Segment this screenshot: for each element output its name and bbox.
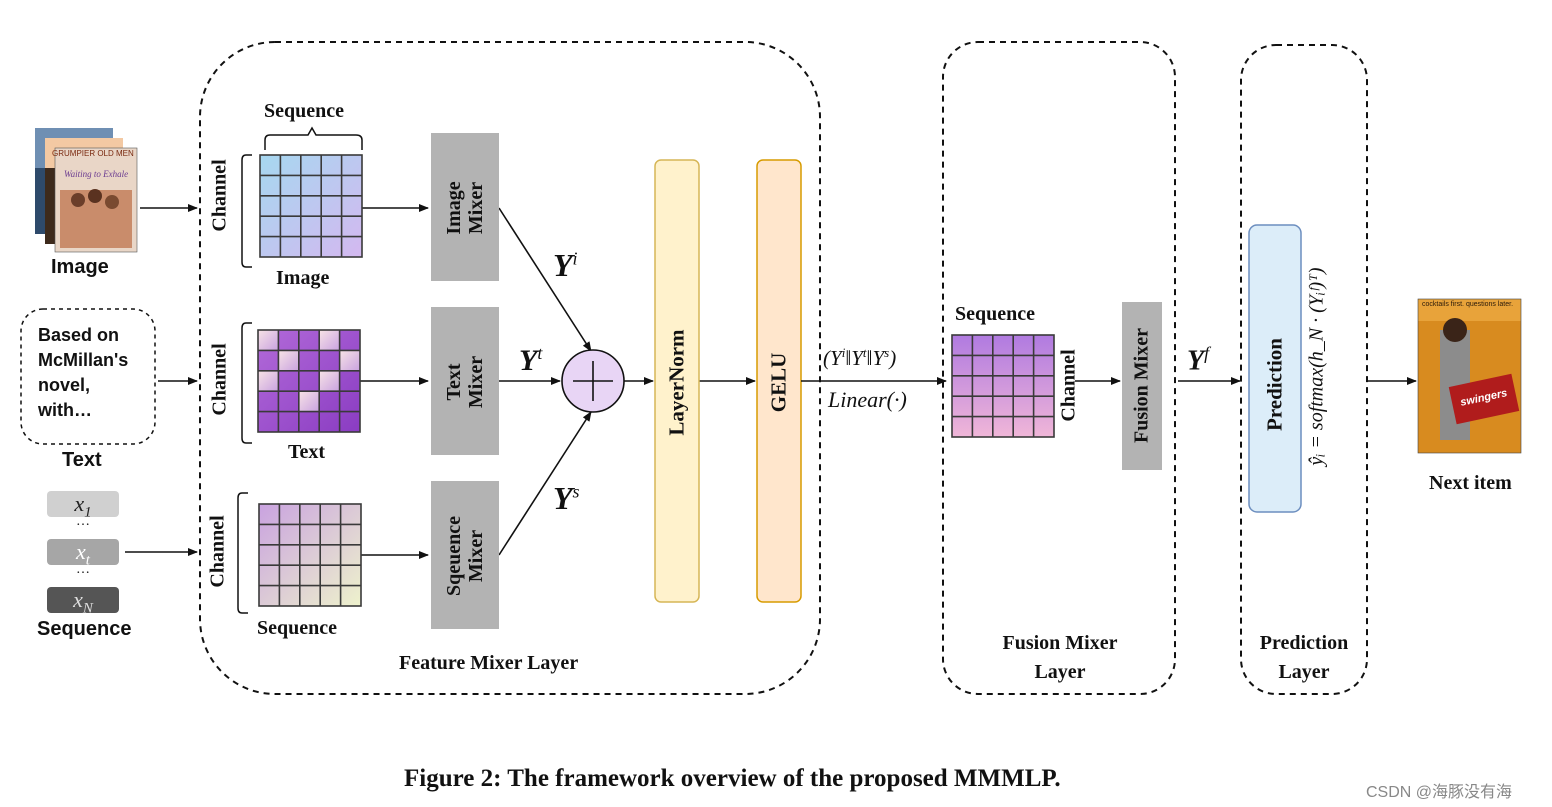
token-x: x: [76, 539, 86, 564]
sequence-ellipsis: …: [76, 514, 90, 529]
formula-part: ‖: [845, 346, 852, 370]
text-input-line: novel,: [38, 375, 91, 395]
image-input-posters: [35, 128, 138, 253]
next-item-label: Next item: [1429, 472, 1512, 494]
formula-part: t: [862, 345, 867, 360]
feature-mixer-container: [199, 41, 821, 695]
y-text-symbol: Yt: [519, 343, 542, 378]
text-input-label: Text: [62, 449, 102, 471]
text-mixer-block: Text Mixer: [431, 307, 499, 455]
image-mixer-label: Image Mixer: [443, 134, 487, 282]
gelu-label: GELU: [766, 352, 791, 413]
y-letter: Y: [519, 344, 538, 377]
prediction-layer-title: Prediction Layer: [1241, 629, 1367, 687]
formula-part: Y: [851, 346, 863, 370]
y-superscript: t: [537, 343, 543, 363]
linear-formula: Linear(·): [828, 387, 907, 412]
figure-caption: Figure 2: The framework overview of the …: [404, 765, 1061, 792]
sequence-token-last: xN: [47, 587, 119, 617]
concat-formula: (Yi‖Yt‖Ys): [823, 345, 896, 371]
prediction-title-line: Prediction: [1259, 632, 1349, 654]
sequence-grid-label: Sequence: [257, 617, 337, 639]
formula-part: Y: [830, 346, 842, 370]
y-letter: Y: [1187, 345, 1205, 377]
image-input-label: Image: [51, 256, 109, 278]
y-superscript: f: [1204, 343, 1210, 363]
image-feature-grid: [259, 154, 363, 258]
prediction-block-label: Prediction: [1262, 338, 1287, 431]
prediction-title-line: Layer: [1278, 661, 1330, 683]
fusion-mixer-label: Fusion Mixer: [1130, 328, 1153, 443]
formula-part: Y: [872, 346, 885, 370]
token-x: x: [73, 587, 83, 612]
image-mixer-line: Mixer: [465, 181, 487, 235]
token-x: x: [74, 491, 85, 516]
text-mixer-label: Text Mixer: [443, 308, 487, 456]
next-item-poster-tagline: cocktails first. questions later.: [1422, 301, 1514, 308]
poster-title-1: GRUMPIER OLD MEN: [52, 149, 134, 158]
text-input-line: with…: [38, 400, 92, 420]
layernorm-label: LayerNorm: [664, 329, 689, 436]
y-fusion-symbol: Yf: [1187, 343, 1209, 377]
image-grid-sequence-label: Sequence: [264, 100, 344, 122]
text-mixer-line: Text: [443, 363, 465, 401]
fusion-mixer-block: [1122, 302, 1162, 470]
text-input-line: McMillan's: [38, 350, 129, 370]
formula-part: ): [889, 346, 897, 370]
sequence-mixer-line: Mixer: [465, 529, 487, 583]
sequence-input-label: Sequence: [37, 618, 132, 640]
y-letter: Y: [553, 247, 573, 283]
fusion-mixer-container: [942, 41, 1176, 695]
poster-title-2: Waiting to Exhale: [64, 169, 129, 179]
sequence-ellipsis: …: [76, 562, 90, 577]
image-grid-channel-label: Channel: [208, 159, 231, 232]
watermark: CSDN @海豚没有海: [1366, 784, 1513, 801]
next-item-poster: [1417, 298, 1522, 454]
sequence-feature-grid: [258, 503, 362, 607]
fusion-layer-title: Fusion Mixer Layer: [965, 629, 1155, 687]
text-input-content: Based on McMillan's novel, with…: [38, 323, 128, 423]
layernorm-block: [654, 159, 700, 603]
fusion-grid-channel-label: Channel: [1057, 349, 1080, 422]
fusion-feature-grid: [951, 334, 1055, 438]
token-subscript: t: [85, 552, 90, 569]
text-grid-label: Text: [288, 441, 326, 463]
text-input-box: [20, 308, 156, 445]
formula-part: ‖: [866, 346, 873, 370]
fusion-grid-sequence-label: Sequence: [955, 303, 1035, 325]
fusion-title-line: Fusion Mixer: [1002, 632, 1118, 654]
image-grid-label: Image: [276, 267, 330, 289]
sequence-mixer-block: Sqeuence Mixer: [431, 481, 499, 629]
image-mixer-line: Image: [443, 181, 465, 235]
text-input-line: Based on: [38, 325, 120, 345]
sequence-mixer-line: Sqeuence: [443, 516, 465, 596]
feature-mixer-title: Feature Mixer Layer: [399, 652, 579, 674]
text-grid-channel-label: Channel: [208, 343, 231, 416]
y-sequence-symbol: Ys: [553, 480, 580, 517]
sequence-token-current: xt: [47, 539, 119, 569]
image-mixer-block: Image Mixer: [431, 133, 499, 281]
sequence-mixer-label: Sqeuence Mixer: [443, 482, 487, 630]
formula-part: (: [823, 346, 830, 370]
y-superscript: s: [572, 481, 580, 502]
prediction-container: [1240, 44, 1368, 695]
text-feature-grid: [257, 329, 361, 433]
y-letter: Y: [553, 480, 573, 516]
prediction-formula: ŷᵢ = softmax(h_N · (Yᵢᶠ)ᵀ): [1305, 267, 1328, 466]
y-superscript: i: [572, 248, 578, 269]
formula-part: i: [841, 345, 846, 360]
token-subscript: 1: [84, 504, 92, 521]
text-mixer-line: Mixer: [465, 355, 487, 409]
sequence-token-first: x1: [47, 491, 119, 521]
y-image-symbol: Yi: [553, 247, 578, 284]
prediction-block: [1248, 224, 1302, 513]
formula-part: s: [884, 345, 890, 360]
fusion-title-line: Layer: [1034, 661, 1086, 683]
token-subscript: N: [82, 600, 93, 617]
sequence-grid-channel-label: Channel: [206, 515, 229, 588]
